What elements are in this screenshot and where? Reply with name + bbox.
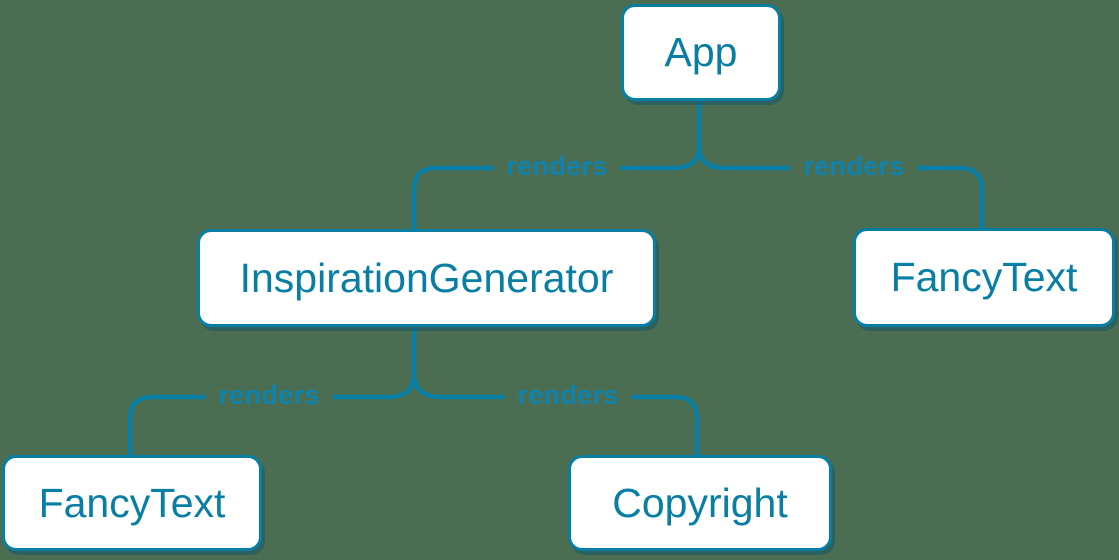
node-app: App xyxy=(621,4,781,101)
node-inspiration-generator-label: InspirationGenerator xyxy=(239,254,614,301)
node-fancy-text-left: FancyText xyxy=(2,455,262,551)
edge-inspirationgenerator-copyright xyxy=(411,373,700,455)
edge-label-renders: renders xyxy=(205,380,333,412)
node-fancy-text-left-label: FancyText xyxy=(38,479,226,526)
edge-app-fancytext xyxy=(696,145,985,228)
node-fancy-text-right: FancyText xyxy=(853,228,1115,327)
node-copyright: Copyright xyxy=(568,455,832,551)
edge-label-renders: renders xyxy=(790,151,918,183)
edge-label-renders: renders xyxy=(504,380,632,412)
edge-label-renders: renders xyxy=(493,151,621,183)
node-copyright-label: Copyright xyxy=(612,479,788,526)
node-inspiration-generator: InspirationGenerator xyxy=(197,229,656,327)
node-app-label: App xyxy=(664,29,738,75)
node-fancy-text-right-label: FancyText xyxy=(890,254,1078,300)
